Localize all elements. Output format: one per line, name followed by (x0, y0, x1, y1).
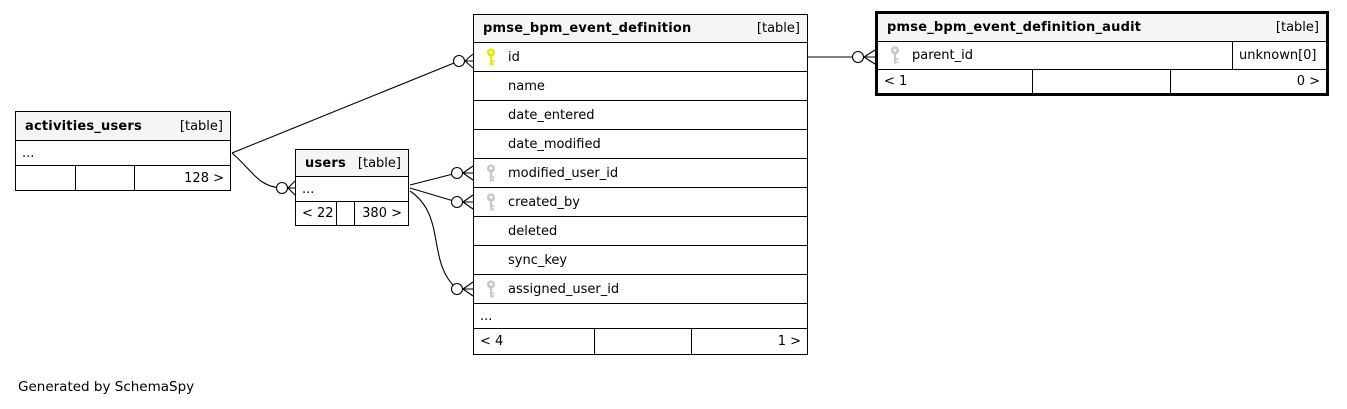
footer-degree-cell (1033, 70, 1171, 93)
column-extra-cell: unknown[0] (1232, 42, 1326, 69)
foreign-key-icon (486, 279, 496, 297)
columns-ellipsis-row: ... (16, 141, 230, 166)
table-box-activities-users[interactable]: activities_users [table] ... 128 > (15, 111, 231, 191)
footer-degree-cell: 128 > (184, 170, 224, 186)
column-name: name (508, 78, 545, 94)
table-box-pmse-bpm-event-definition-audit[interactable]: pmse_bpm_event_definition_audit [table] … (875, 11, 1329, 96)
table-box-pmse-bpm-event-definition[interactable]: pmse_bpm_event_definition [table] id name… (473, 14, 808, 355)
crowfoot-audit-parent-id (863, 49, 876, 65)
foreign-key-icon (890, 46, 900, 64)
connector-activities-to-definition-id (231, 60, 460, 154)
table-header[interactable]: activities_users [table] (16, 112, 230, 141)
column-name: id (508, 49, 520, 65)
table-type-label: [table] (179, 118, 223, 134)
footer-degree-cell (595, 329, 692, 354)
zero-circle (450, 282, 464, 296)
table-header[interactable]: pmse_bpm_event_definition_audit [table] (878, 14, 1326, 42)
column-name: created_by (508, 194, 580, 210)
footer-degree-cell (76, 166, 135, 190)
table-box-users[interactable]: users [table] ... < 22 380 > (295, 149, 409, 226)
columns-ellipsis-row: ... (296, 177, 408, 202)
zero-circle (450, 166, 464, 180)
column-name: deleted (508, 223, 558, 239)
table-type-label: [table] (756, 21, 800, 36)
column-name: date_modified (508, 136, 601, 152)
zero-circle (452, 54, 466, 68)
footer-degree-cell: < 4 (474, 329, 595, 354)
zero-circle (275, 181, 289, 195)
columns-ellipsis-row: ... (474, 304, 807, 329)
connector-users-to-assigned-user-id (409, 190, 458, 290)
column-name: parent_id (912, 48, 973, 63)
table-name: users (305, 155, 346, 171)
crowfoot-modified-user-id (462, 165, 474, 181)
connector-users-to-modified-user-id (409, 172, 458, 186)
foreign-key-icon (486, 163, 496, 181)
table-name: pmse_bpm_event_definition (483, 21, 692, 36)
connector-activities-to-users (231, 152, 283, 189)
column-row-modified_user_id[interactable]: modified_user_id (474, 159, 807, 188)
zero-circle (450, 195, 464, 209)
foreign-key-icon (486, 192, 496, 210)
column-name: date_entered (508, 107, 595, 123)
column-row-id[interactable]: id (474, 43, 807, 72)
ellipsis-label: ... (480, 308, 493, 324)
column-row-assigned_user_id[interactable]: assigned_user_id (474, 275, 807, 304)
column-row-date_modified[interactable]: date_modified (474, 130, 807, 159)
column-row-sync_key[interactable]: sync_key (474, 246, 807, 275)
column-row-name[interactable]: name (474, 72, 807, 101)
footer-degree-cell: 380 > (362, 206, 402, 221)
column-row-parent_id[interactable]: parent_id unknown[0] (878, 42, 1326, 70)
table-name: pmse_bpm_event_definition_audit (887, 20, 1142, 35)
footer-degree-cell: 0 > (1296, 74, 1320, 89)
footer-degree-cell (16, 166, 76, 190)
table-type-label: [table] (1275, 20, 1319, 35)
table-header[interactable]: users [table] (296, 150, 408, 177)
generated-by-note: Generated by SchemaSpy (18, 379, 195, 395)
crowfoot-users (287, 180, 296, 196)
column-row-created_by[interactable]: created_by (474, 188, 807, 217)
column-row-date_entered[interactable]: date_entered (474, 101, 807, 130)
table-name: activities_users (25, 118, 142, 134)
zero-circle (851, 50, 865, 64)
table-header[interactable]: pmse_bpm_event_definition [table] (474, 15, 807, 43)
crowfoot-definition-id (464, 53, 474, 69)
primary-key-icon (486, 47, 496, 65)
connector-users-to-created-by (409, 187, 458, 203)
crowfoot-created-by (462, 194, 474, 210)
footer-degree-cell: 1 > (777, 334, 801, 349)
ellipsis-label: ... (302, 181, 315, 197)
table-type-label: [table] (357, 155, 401, 171)
footer-degree-cell: < 22 (296, 202, 337, 225)
column-name: modified_user_id (508, 165, 619, 181)
footer-degree-cell: < 1 (878, 70, 1033, 93)
column-name: sync_key (508, 252, 568, 268)
crowfoot-assigned-user-id (462, 281, 474, 297)
column-name: assigned_user_id (508, 281, 620, 297)
column-row-deleted[interactable]: deleted (474, 217, 807, 246)
ellipsis-label: ... (22, 145, 35, 161)
footer-degree-cell (337, 202, 355, 225)
